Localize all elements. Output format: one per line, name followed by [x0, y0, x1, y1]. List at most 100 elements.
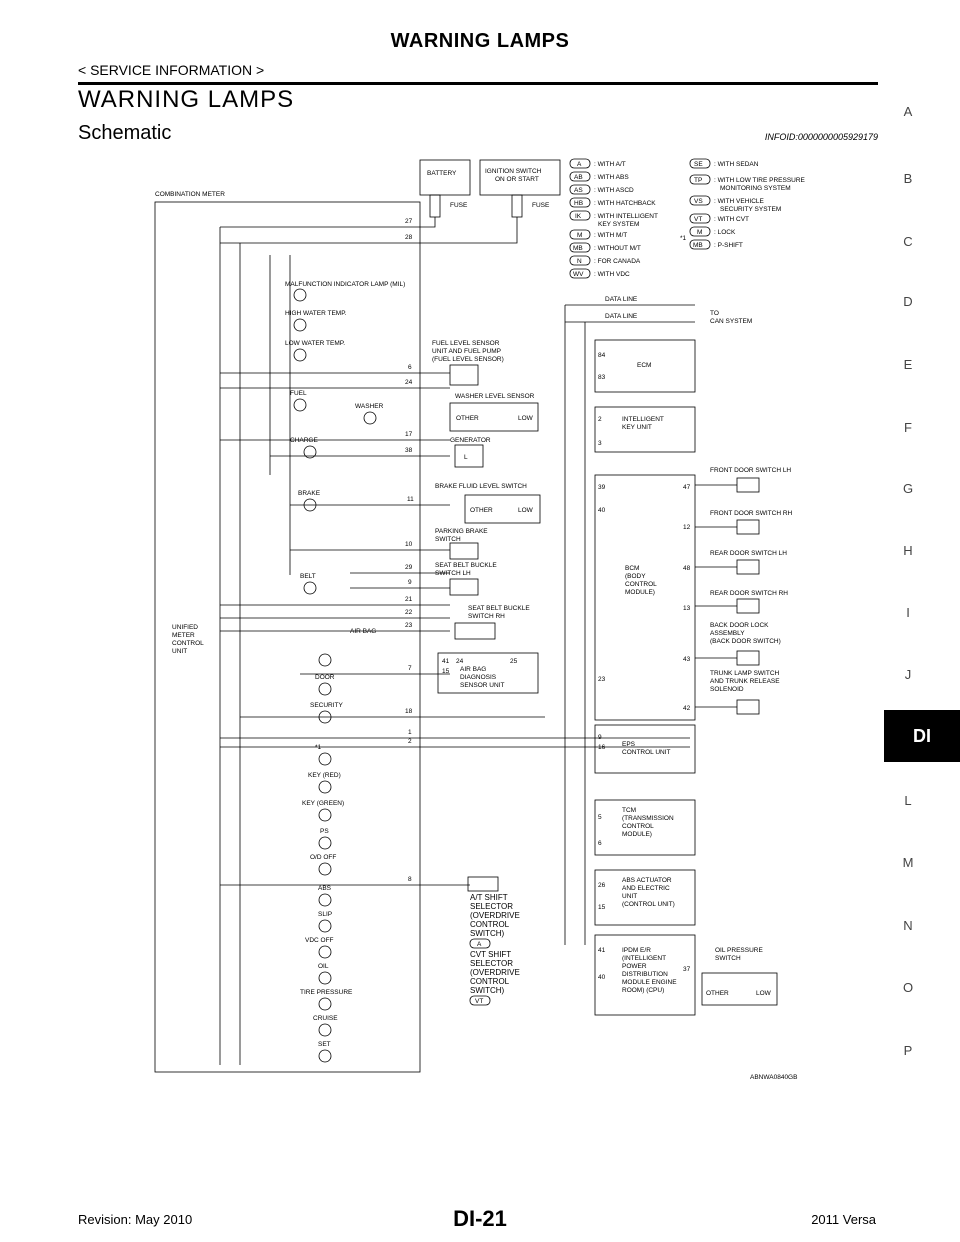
svg-text:7: 7	[408, 665, 412, 672]
index-letter-m[interactable]: M	[902, 855, 914, 870]
svg-text:9: 9	[408, 579, 412, 586]
index-letter-o[interactable]: O	[902, 980, 914, 995]
fuse-label-2: FUSE	[532, 202, 550, 209]
svg-text:9: 9	[598, 734, 602, 741]
svg-text:: WITH ASCD: : WITH ASCD	[594, 187, 634, 194]
index-letter-j[interactable]: J	[904, 667, 912, 682]
washer-level-sensor-label: WASHER LEVEL SENSOR	[455, 393, 535, 400]
svg-text:(CONTROL UNIT): (CONTROL UNIT)	[622, 901, 675, 908]
index-letter-g[interactable]: G	[902, 481, 914, 496]
svg-text:CONTROL: CONTROL	[470, 977, 510, 986]
svg-text:FRONT DOOR SWITCH RH: FRONT DOOR SWITCH RH	[710, 510, 793, 517]
svg-text:LOW: LOW	[518, 415, 534, 422]
bcm-box	[594, 474, 696, 721]
svg-text:OIL: OIL	[318, 963, 329, 970]
svg-text:WASHER: WASHER	[355, 403, 384, 410]
svg-text:L: L	[464, 454, 468, 461]
index-letter-h[interactable]: H	[903, 543, 913, 558]
svg-text:SELECTOR: SELECTOR	[470, 902, 513, 911]
svg-text:27: 27	[405, 218, 413, 225]
svg-text:25: 25	[510, 658, 518, 665]
svg-text:OTHER: OTHER	[470, 507, 493, 514]
svg-text:*1: *1	[315, 744, 322, 751]
svg-text:CAN SYSTEM: CAN SYSTEM	[710, 318, 752, 325]
svg-text:DIAGNOSIS: DIAGNOSIS	[460, 674, 497, 681]
airbag-unit-box	[437, 652, 539, 694]
index-letter-d[interactable]: D	[903, 294, 913, 309]
svg-text:23: 23	[598, 676, 606, 683]
svg-text:A: A	[577, 161, 582, 168]
svg-text:VS: VS	[694, 198, 703, 205]
svg-text:OIL PRESSURE: OIL PRESSURE	[715, 947, 763, 954]
svg-text:1: 1	[408, 729, 412, 736]
svg-text:: WITH LOW TIRE PRESSURE: : WITH LOW TIRE PRESSURE	[714, 177, 806, 184]
footer-revision: Revision: May 2010	[78, 1212, 193, 1227]
index-letter-c[interactable]: C	[903, 234, 913, 249]
svg-text:UNIFIED: UNIFIED	[172, 624, 198, 631]
index-letter-i[interactable]: I	[906, 605, 910, 620]
svg-text:TIRE PRESSURE: TIRE PRESSURE	[300, 989, 353, 996]
svg-text:13: 13	[683, 605, 691, 612]
index-letter-b[interactable]: B	[903, 171, 913, 186]
svg-text:REAR DOOR SWITCH LH: REAR DOOR SWITCH LH	[710, 550, 787, 557]
svg-text:3: 3	[598, 440, 602, 447]
svg-text:CONTROL: CONTROL	[470, 920, 510, 929]
svg-text:N: N	[577, 258, 582, 265]
svg-text:ON OR START: ON OR START	[495, 176, 539, 183]
svg-text:M: M	[697, 229, 702, 236]
svg-text:TCM: TCM	[622, 807, 636, 814]
svg-text:VDC OFF: VDC OFF	[305, 937, 334, 944]
svg-text:(FUEL LEVEL SENSOR): (FUEL LEVEL SENSOR)	[432, 356, 504, 363]
legend: A: WITH A/T AB: WITH ABS AS: WITH ASCD H…	[569, 158, 806, 279]
svg-text:11: 11	[407, 496, 414, 503]
door-switches: FRONT DOOR SWITCH LH FRONT DOOR SWITCH R…	[695, 467, 793, 715]
svg-text:83: 83	[598, 374, 606, 381]
svg-text:OTHER: OTHER	[456, 415, 479, 422]
svg-text:AS: AS	[574, 187, 583, 194]
svg-text:KEY (RED): KEY (RED)	[308, 772, 341, 779]
svg-text:AB: AB	[574, 174, 583, 181]
svg-text:FRONT DOOR SWITCH LH: FRONT DOOR SWITCH LH	[710, 467, 791, 474]
svg-text:: WITHOUT M/T: : WITHOUT M/T	[594, 245, 641, 252]
svg-text:DATA LINE: DATA LINE	[605, 313, 638, 320]
svg-text:ABS: ABS	[318, 885, 332, 892]
svg-text:MALFUNCTION INDICATOR LAMP (MI: MALFUNCTION INDICATOR LAMP (MIL)	[285, 281, 405, 288]
svg-text:41: 41	[598, 947, 606, 954]
svg-text:: WITH CVT: : WITH CVT	[714, 216, 749, 223]
svg-text:LOW: LOW	[518, 507, 534, 514]
index-letter-n[interactable]: N	[903, 918, 913, 933]
index-letter-f[interactable]: F	[904, 420, 912, 435]
svg-text:REAR DOOR SWITCH RH: REAR DOOR SWITCH RH	[710, 590, 788, 597]
svg-text:42: 42	[683, 705, 691, 712]
abs-box	[594, 869, 696, 926]
index-letter-a[interactable]: A	[903, 104, 913, 119]
index-letter-e[interactable]: E	[903, 357, 913, 372]
index-letter-p[interactable]: P	[903, 1043, 913, 1058]
svg-text:MB: MB	[573, 245, 583, 252]
svg-text:37: 37	[683, 966, 691, 973]
svg-text:: P-SHIFT: : P-SHIFT	[714, 242, 743, 249]
svg-text:SENSOR UNIT: SENSOR UNIT	[460, 682, 504, 689]
svg-text:26: 26	[598, 882, 606, 889]
svg-text:ROOM) (CPU): ROOM) (CPU)	[622, 987, 664, 994]
eps-box	[594, 724, 696, 774]
svg-text:SECURITY: SECURITY	[310, 702, 344, 709]
svg-text:OTHER: OTHER	[706, 990, 729, 997]
svg-text:10: 10	[405, 541, 413, 548]
svg-text:47: 47	[683, 484, 691, 491]
svg-text:DATA LINE: DATA LINE	[605, 296, 638, 303]
svg-text:40: 40	[598, 974, 606, 981]
index-tab-active[interactable]: DI	[884, 710, 960, 762]
svg-text:FUEL: FUEL	[290, 390, 307, 397]
svg-text:BELT: BELT	[300, 573, 316, 580]
svg-text:15: 15	[598, 904, 606, 911]
index-letter-l[interactable]: L	[904, 793, 912, 808]
svg-text:18: 18	[405, 708, 413, 715]
svg-text:8: 8	[408, 876, 412, 883]
svg-text:84: 84	[598, 352, 606, 359]
svg-text:IGNITION SWITCH: IGNITION SWITCH	[485, 168, 542, 175]
svg-text:(INTELLIGENT: (INTELLIGENT	[622, 955, 666, 962]
svg-text:29: 29	[405, 564, 413, 571]
ipdm-box	[594, 934, 696, 1016]
svg-text:40: 40	[598, 507, 606, 514]
